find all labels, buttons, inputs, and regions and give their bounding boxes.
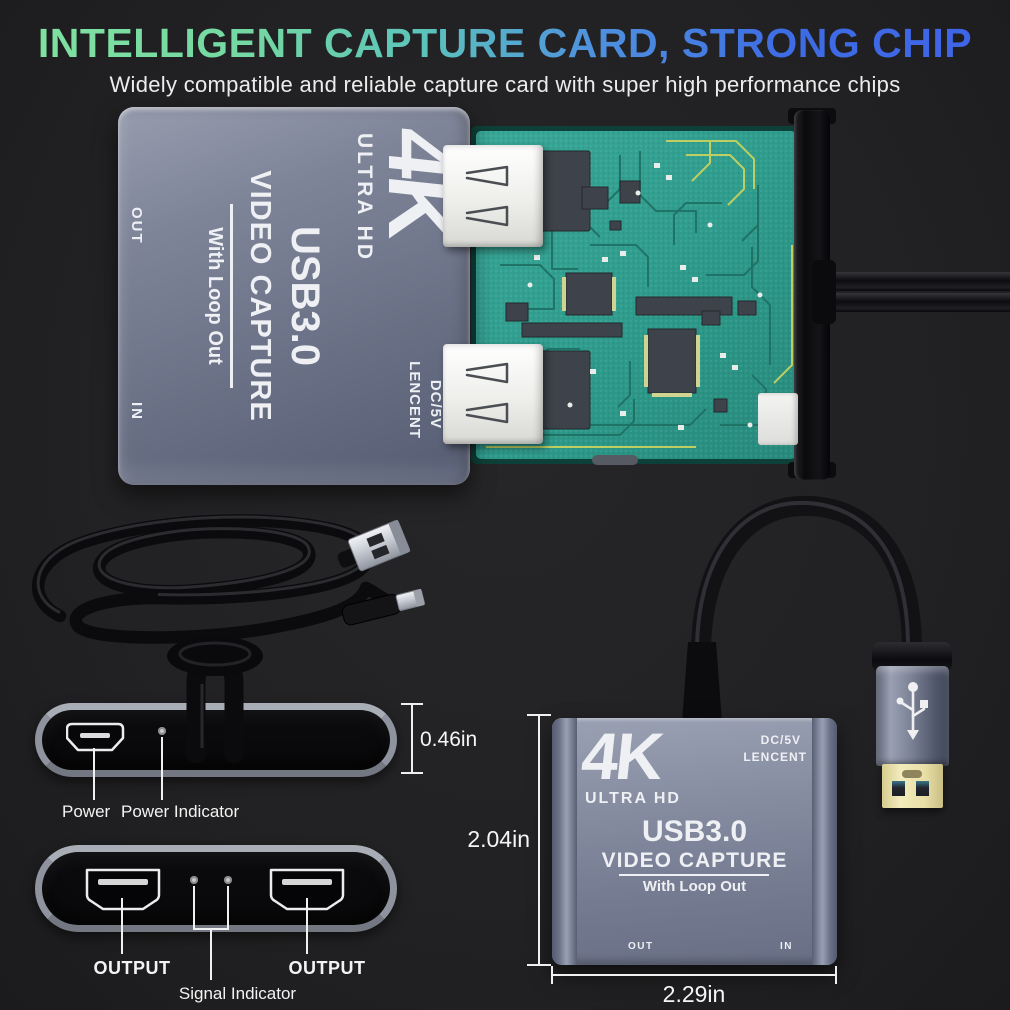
pcb-chip-pins — [562, 277, 700, 397]
dim-046-cap-bottom — [401, 772, 423, 774]
leader-line-signal — [210, 928, 212, 980]
usb-plug-contact-left — [892, 781, 905, 796]
device-loop-out-label: With Loop Out — [642, 878, 747, 895]
power-indicator-label: Power Indicator — [121, 802, 240, 821]
usb-plug-contact-right — [916, 781, 929, 796]
power-label: Power — [62, 802, 111, 821]
pcb-traces-yellow — [486, 140, 793, 448]
dim-046-label: 0.46in — [420, 728, 478, 751]
device-usb3-label: USB3.0 — [283, 225, 327, 367]
leader-bracket-right — [227, 886, 229, 930]
capture-card-top-view: 4K ULTRA HD DC/5V LENCENT USB3.0 VIDEO C… — [118, 107, 470, 485]
hdmi-output-port-right-icon — [269, 868, 345, 911]
pcb-bottom-tab — [592, 455, 638, 465]
port-pin-contacts — [465, 362, 509, 424]
usb-port-connector-bottom — [443, 344, 543, 444]
short-cable-arc — [682, 495, 922, 730]
device-out-port-label: OUT — [128, 207, 145, 245]
usb-cable-coil-photo — [31, 514, 425, 644]
device-in-port-label: IN — [780, 941, 793, 952]
dim-204-label: 2.04in — [467, 826, 530, 852]
device-video-capture-label: VIDEO CAPTURE — [601, 849, 788, 872]
output-right-label: OUTPUT — [288, 958, 366, 978]
usb-trident-icon — [896, 682, 928, 740]
dim-204-cap-bottom — [527, 964, 551, 966]
exit-cable-boot — [812, 260, 836, 324]
usb-plug-slot — [902, 770, 922, 778]
pcb-small-connector — [758, 393, 798, 445]
exit-cable-upper — [826, 272, 1010, 291]
dim-229-cap-right — [835, 966, 837, 984]
exit-cable-lower — [826, 293, 1010, 312]
capture-card-front-view: 4K ULTRA HD DC/5V LENCENT USB3.0 VIDEO C… — [552, 718, 837, 965]
micro-usb-plug-icon — [341, 588, 425, 626]
circuit-board-photo — [471, 126, 801, 465]
device-video-capture-label: VIDEO CAPTURE — [244, 170, 276, 422]
device-dc5v-label: DC/5V — [760, 733, 801, 747]
leader-bracket-left — [193, 886, 195, 930]
device-edge-strip-left — [552, 718, 577, 965]
page-subtitle: Widely compatible and reliable capture c… — [109, 72, 901, 97]
signal-indicator-led-right — [224, 876, 232, 884]
device-out-port-label: OUT — [628, 941, 654, 952]
leader-line-output-left — [121, 898, 123, 954]
device-4k-label: 4K — [578, 719, 665, 793]
output-left-label: OUTPUT — [93, 958, 171, 978]
device-divider-line — [619, 874, 769, 876]
pcb-pads — [527, 163, 763, 430]
dim-204-line — [538, 714, 540, 966]
signal-indicator-label: Signal Indicator — [178, 984, 297, 1003]
port-pin-contacts — [465, 165, 509, 227]
device-brand-label: LENCENT — [743, 750, 807, 764]
device-usb3-label: USB3.0 — [641, 815, 748, 848]
power-indicator-led — [158, 727, 166, 735]
signal-indicator-led-left — [190, 876, 198, 884]
device-loop-out-label: With Loop Out — [204, 227, 226, 365]
usb-plug-gold-tip — [882, 764, 943, 808]
leader-line-power — [93, 748, 95, 800]
dim-046-line — [411, 703, 413, 774]
dim-229-line — [551, 974, 837, 976]
device-label-artwork: 4K ULTRA HD DC/5V LENCENT USB3.0 VIDEO C… — [118, 107, 470, 485]
micro-usb-port-icon — [66, 722, 125, 752]
leader-line-output-right — [306, 898, 308, 954]
dim-229-label: 2.29in — [662, 981, 726, 1007]
leader-line-power-indicator — [161, 737, 163, 800]
pcb-chips — [505, 150, 757, 430]
device-in-port-label: IN — [128, 402, 145, 421]
usb-a-plug-icon — [337, 519, 411, 572]
device-ultra-hd-label: ULTRA HD — [585, 790, 681, 807]
device-dc5v-label: DC/5V — [427, 379, 444, 429]
hdmi-output-port-left-icon — [85, 868, 161, 911]
usb-port-connector-top — [443, 145, 543, 247]
device-ultra-hd-label: ULTRA HD — [353, 133, 376, 262]
page-title: INTELLIGENT CAPTURE CARD, STRONG CHIP — [0, 20, 1010, 67]
device-divider-line — [230, 204, 233, 388]
cable-loop-handle — [167, 636, 263, 764]
device-brand-label: LENCENT — [406, 361, 423, 439]
